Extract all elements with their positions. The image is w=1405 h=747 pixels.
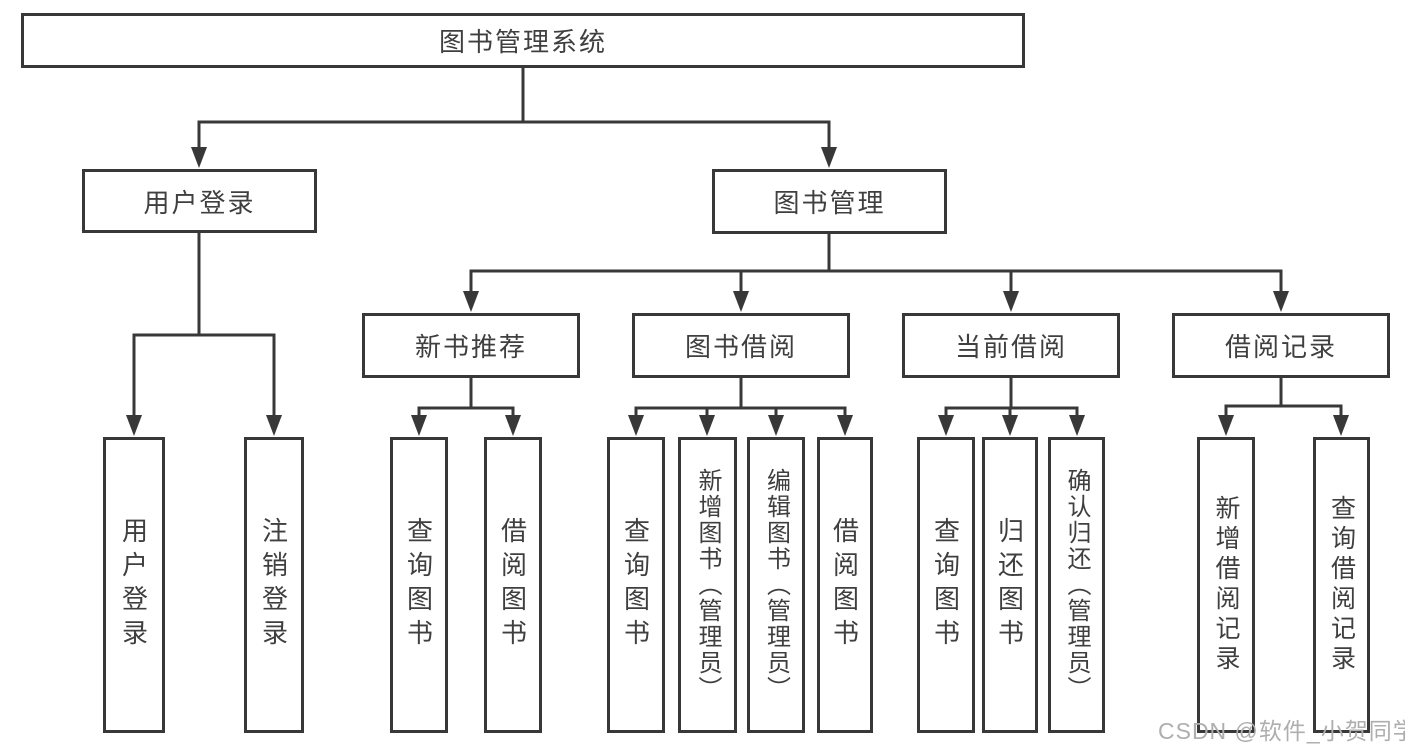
connector-current-borrow-to-leaves: [944, 378, 1079, 418]
leaf-borrow-books-1: 借阅图书: [484, 437, 542, 733]
leaf-query-books-2: 查询图书: [607, 437, 665, 733]
node-user-login: 用户登录: [82, 169, 317, 233]
leaf-user-login: 用户登录: [103, 437, 165, 733]
leaf-logout: 注销登录: [244, 437, 304, 733]
leaf-logout-label: 注销登录: [258, 517, 289, 653]
watermark: CSDN @软件_小贺同学: [1158, 718, 1405, 744]
leaf-query-books-1-label: 查询图书: [403, 517, 434, 653]
node-root-label: 图书管理系统: [438, 27, 607, 57]
leaf-confirm-return-admin-label: 确认归还（管理员）: [1063, 468, 1090, 702]
node-book-management: 图书管理: [712, 169, 947, 234]
node-current-borrow: 当前借阅: [902, 313, 1120, 378]
leaf-borrow-books-2-label: 借阅图书: [829, 517, 860, 653]
node-new-book-recommend-label: 新书推荐: [414, 332, 527, 362]
node-book-management-label: 图书管理: [773, 188, 886, 218]
leaf-user-login-label: 用户登录: [118, 517, 149, 653]
connector-borrow-record-to-leaves: [1224, 378, 1343, 418]
node-root: 图书管理系统: [21, 13, 1025, 68]
connector-new-book-to-leaves: [417, 378, 515, 418]
node-book-borrow: 图书借阅: [632, 313, 850, 378]
leaf-edit-book-admin: 编辑图书（管理员）: [747, 437, 805, 733]
leaf-add-book-admin-label: 新增图书（管理员）: [694, 468, 721, 702]
leaf-return-book-label: 归还图书: [994, 517, 1025, 653]
node-current-borrow-label: 当前借阅: [954, 332, 1067, 362]
arrowheads: [126, 147, 1349, 436]
connector-book-management-to-level3: [469, 234, 1283, 294]
leaf-query-borrow-record-label: 查询借阅记录: [1327, 495, 1356, 675]
leaf-return-book: 归还图书: [982, 437, 1038, 733]
connector-user-login-to-leaves: [132, 233, 276, 418]
node-user-login-label: 用户登录: [143, 187, 256, 218]
node-new-book-recommend: 新书推荐: [362, 313, 580, 378]
node-borrow-records: 借阅记录: [1172, 313, 1390, 378]
node-borrow-records-label: 借阅记录: [1224, 332, 1337, 362]
leaf-borrow-books-2: 借阅图书: [817, 437, 873, 733]
leaf-query-books-2-label: 查询图书: [620, 517, 651, 653]
connector-book-borrow-to-leaves: [634, 378, 847, 418]
leaf-add-borrow-record: 新增借阅记录: [1197, 437, 1255, 733]
leaf-borrow-books-1-label: 借阅图书: [497, 517, 528, 653]
leaf-confirm-return-admin: 确认归还（管理员）: [1048, 437, 1105, 733]
connector-root-to-level2: [197, 68, 831, 150]
leaf-query-borrow-record: 查询借阅记录: [1313, 437, 1370, 733]
node-book-borrow-label: 图书借阅: [684, 332, 797, 362]
leaf-query-books-1: 查询图书: [390, 437, 448, 733]
leaf-query-books-3-label: 查询图书: [930, 517, 961, 653]
leaf-add-borrow-record-label: 新增借阅记录: [1212, 495, 1240, 675]
leaf-query-books-3: 查询图书: [917, 437, 975, 733]
leaf-add-book-admin: 新增图书（管理员）: [678, 437, 737, 733]
leaf-edit-book-admin-label: 编辑图书（管理员）: [762, 468, 790, 702]
